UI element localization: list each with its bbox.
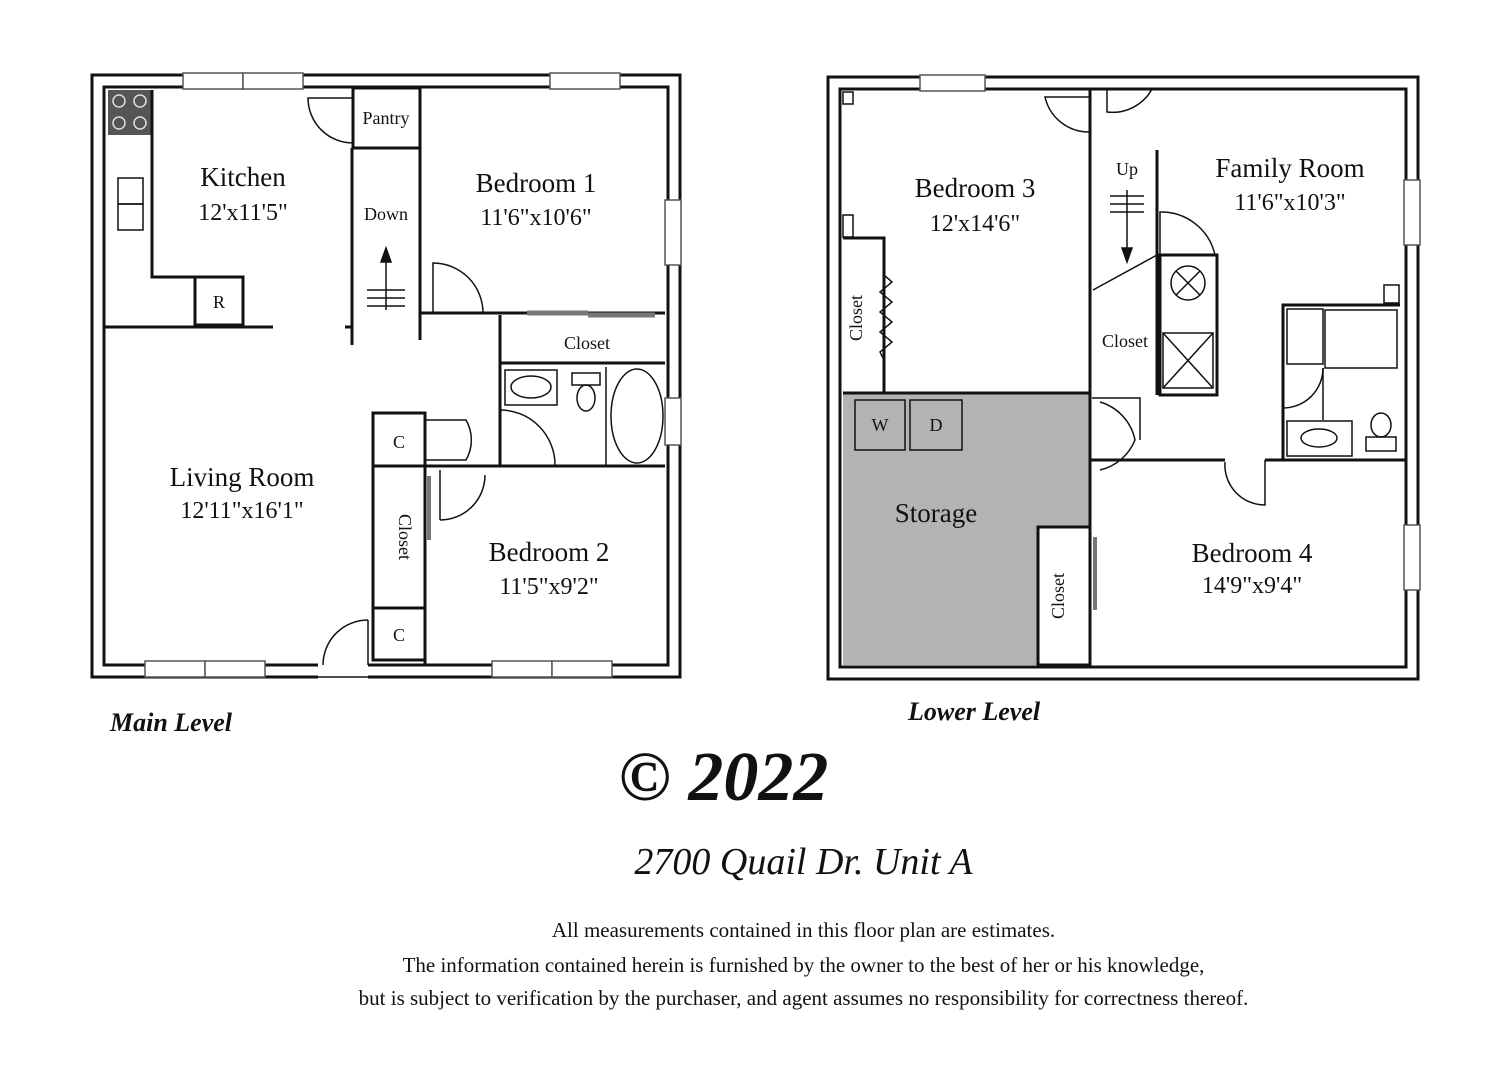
living-room-label: Living Room <box>170 462 315 492</box>
kitchen-size: 12'x11'5" <box>198 200 288 226</box>
toilet-icon <box>571 372 601 386</box>
window <box>1403 524 1421 591</box>
stairs-arrow-icon <box>1110 190 1144 265</box>
closet-label: Closet <box>395 514 415 560</box>
window <box>242 72 304 90</box>
lower-level-label: Lower Level <box>907 697 1041 726</box>
washer <box>854 399 906 451</box>
bedroom3-size: 12'x14'6" <box>930 211 1020 237</box>
front-door <box>322 619 369 666</box>
entry-door <box>1106 88 1153 114</box>
main-level-label: Main Level <box>109 708 233 737</box>
bath-sink-icon <box>504 369 558 406</box>
window <box>1403 179 1421 246</box>
bedroom4-label: Bedroom 4 <box>1192 538 1313 568</box>
disclaimer-line-2: The information contained herein is furn… <box>402 953 1205 977</box>
bath-door <box>499 409 556 466</box>
bedroom4-size: 14'9"x9'4" <box>1202 573 1302 599</box>
closet-label: Closet <box>1048 573 1068 619</box>
toilet-icon <box>1365 436 1397 452</box>
c-closet-label: C <box>393 625 405 645</box>
kitchen-door <box>307 88 354 148</box>
shower-icon <box>1324 309 1398 369</box>
refrigerator <box>193 275 245 327</box>
stairs-up-label: Up <box>1116 159 1138 179</box>
lower-level-plan: Closet W D Storage Closet Up Closet <box>826 74 1421 726</box>
stairs-arrow-icon <box>367 245 405 310</box>
dryer <box>909 399 963 451</box>
storage-area <box>843 393 1090 665</box>
bedroom2-label: Bedroom 2 <box>489 537 610 567</box>
window <box>182 72 244 90</box>
family-room-label: Family Room <box>1215 153 1364 183</box>
window <box>491 660 553 678</box>
window <box>664 199 682 266</box>
refrigerator-label: R <box>213 292 225 312</box>
bedroom1-door <box>432 262 484 314</box>
bedroom2-door <box>439 470 486 521</box>
window <box>664 397 682 446</box>
closet-label: Closet <box>846 295 866 341</box>
copyright: © 2022 <box>618 739 829 816</box>
bedroom1-label: Bedroom 1 <box>476 168 597 198</box>
bathtub-icon <box>610 368 664 464</box>
living-room-size: 12'11"x16'1" <box>180 498 303 524</box>
closet-label: Closet <box>1102 331 1148 351</box>
disclaimer-line-3: but is subject to verification by the pu… <box>358 986 1249 1010</box>
storage-label: Storage <box>895 498 977 528</box>
disclaimer-line-1: All measurements contained in this floor… <box>551 918 1056 942</box>
stairs-down-label: Down <box>364 204 408 224</box>
pantry-label: Pantry <box>363 108 410 128</box>
bedroom1-size: 11'6"x10'6" <box>480 205 591 231</box>
c-closet-label: C <box>393 432 405 452</box>
water-heater-icon <box>1170 265 1206 301</box>
window <box>549 72 621 90</box>
address: 2700 Quail Dr. Unit A <box>634 841 973 883</box>
bedroom3-door <box>1044 96 1091 133</box>
window <box>551 660 613 678</box>
kitchen-label: Kitchen <box>200 162 286 192</box>
bedroom2-size: 11'5"x9'2" <box>499 574 598 600</box>
window <box>919 74 986 92</box>
family-room-size: 11'6"x10'3" <box>1234 190 1345 216</box>
window <box>144 660 206 678</box>
furnace-icon <box>1162 332 1214 389</box>
bedroom3-label: Bedroom 3 <box>915 173 1036 203</box>
dryer-label: D <box>930 415 943 435</box>
closet-label: Closet <box>564 333 610 353</box>
washer-label: W <box>872 415 889 435</box>
bedroom4-door <box>1224 460 1266 506</box>
main-level-plan: R Pantry Down Closet C <box>90 72 682 737</box>
sink-icon <box>117 177 144 205</box>
window <box>204 660 266 678</box>
bath-sink-icon <box>1286 420 1353 457</box>
